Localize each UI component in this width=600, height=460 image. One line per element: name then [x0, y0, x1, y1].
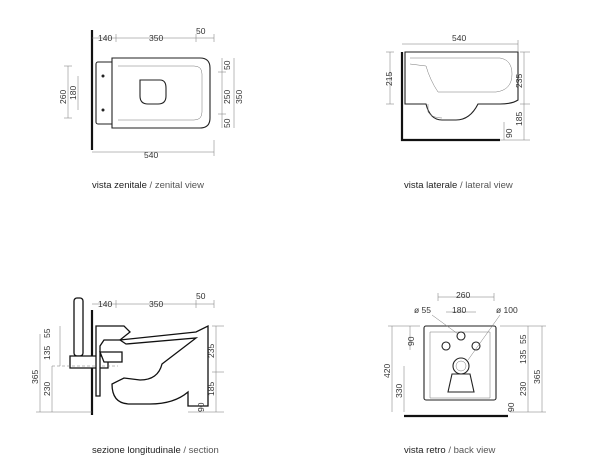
caption-section-it: sezione longitudinale — [92, 445, 181, 456]
svg-text:135: 135 — [518, 350, 528, 364]
svg-text:ø 100: ø 100 — [496, 305, 518, 315]
svg-text:90: 90 — [406, 336, 416, 346]
caption-lateral-it: vista laterale — [404, 180, 458, 191]
svg-text:235: 235 — [206, 344, 216, 358]
caption-separator: / — [457, 180, 466, 191]
svg-text:350: 350 — [234, 90, 244, 104]
caption-lateral-en: lateral view — [465, 180, 513, 191]
svg-text:90: 90 — [506, 402, 516, 412]
svg-text:50: 50 — [222, 60, 232, 70]
svg-text:90: 90 — [504, 128, 514, 138]
caption-back-it: vista retro — [404, 445, 446, 456]
caption-section: sezione longitudinale / section — [92, 445, 219, 456]
svg-text:230: 230 — [42, 382, 52, 396]
svg-text:55: 55 — [42, 328, 52, 338]
zenital-view-drawing: 140 350 50 540 260 180 50 250 350 50 — [58, 26, 244, 160]
svg-text:135: 135 — [42, 346, 52, 360]
svg-text:230: 230 — [518, 382, 528, 396]
caption-back: vista retro / back view — [404, 445, 495, 456]
svg-text:140: 140 — [98, 299, 112, 309]
back-view-drawing: 260 180 ø 55 ø 100 420 330 90 55 135 230… — [382, 290, 546, 418]
svg-text:540: 540 — [144, 150, 158, 160]
caption-zenital: vista zenitale / zenital view — [92, 180, 204, 191]
section-view-drawing: 140 350 50 365 230 135 55 235 185 90 — [30, 291, 224, 415]
svg-text:185: 185 — [206, 382, 216, 396]
svg-text:365: 365 — [532, 370, 542, 384]
caption-separator: / — [146, 180, 155, 191]
caption-section-en: section — [188, 445, 219, 456]
svg-text:250: 250 — [222, 90, 232, 104]
svg-text:260: 260 — [456, 290, 470, 300]
lateral-view-drawing: 540 215 235 185 90 — [384, 33, 530, 142]
svg-text:350: 350 — [149, 33, 163, 43]
svg-text:180: 180 — [452, 305, 466, 315]
svg-text:235: 235 — [514, 74, 524, 88]
svg-text:365: 365 — [30, 370, 40, 384]
caption-lateral: vista laterale / lateral view — [404, 180, 513, 191]
svg-text:420: 420 — [382, 364, 392, 378]
svg-text:55: 55 — [518, 334, 528, 344]
caption-separator: / — [445, 445, 454, 456]
caption-back-en: back view — [453, 445, 496, 456]
svg-text:ø 55: ø 55 — [414, 305, 431, 315]
svg-text:260: 260 — [58, 90, 68, 104]
svg-text:540: 540 — [452, 33, 466, 43]
svg-text:50: 50 — [196, 291, 206, 301]
svg-text:215: 215 — [384, 72, 394, 86]
svg-text:50: 50 — [196, 26, 206, 36]
svg-text:350: 350 — [149, 299, 163, 309]
caption-zenital-en: zenital view — [154, 180, 204, 191]
svg-text:50: 50 — [222, 118, 232, 128]
svg-text:185: 185 — [514, 112, 524, 126]
svg-text:180: 180 — [68, 86, 78, 100]
svg-text:90: 90 — [196, 402, 206, 412]
svg-text:330: 330 — [394, 384, 404, 398]
caption-zenital-it: vista zenitale — [92, 180, 147, 191]
caption-separator: / — [180, 445, 189, 456]
svg-text:140: 140 — [98, 33, 112, 43]
